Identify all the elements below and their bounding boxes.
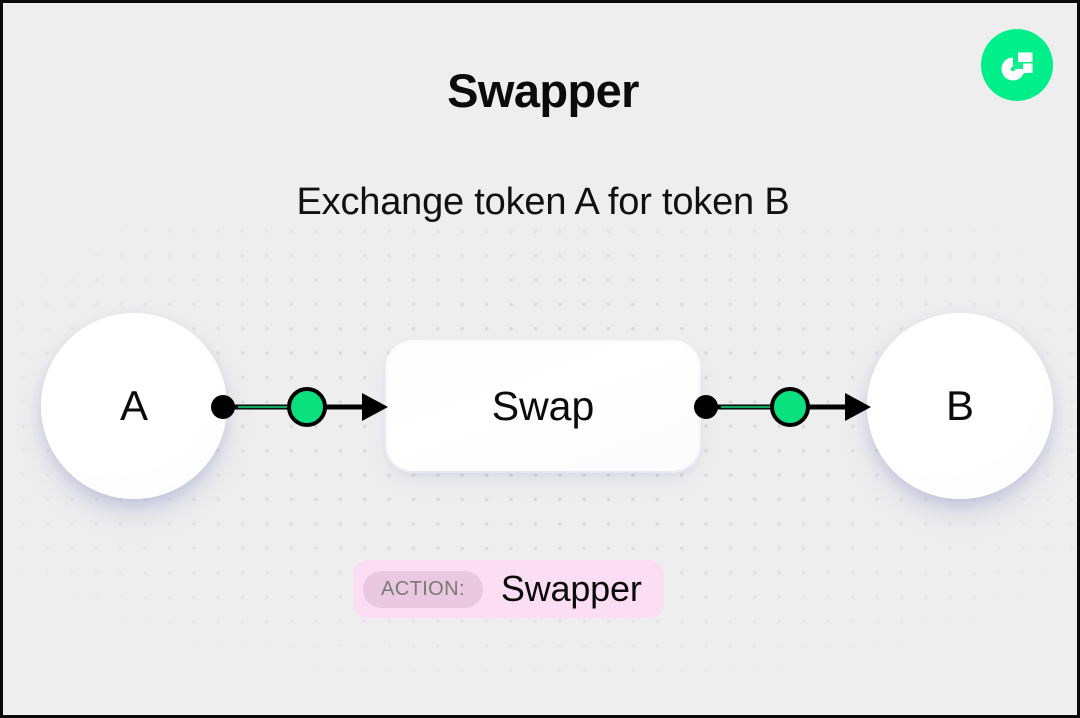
action-badge: ACTION: Swapper — [353, 560, 664, 618]
page-title: Swapper — [447, 64, 639, 117]
node-token-b[interactable]: B — [867, 313, 1053, 499]
connector-a-to-swap[interactable] — [208, 385, 390, 434]
node-token-b-label: B — [945, 382, 974, 429]
page-subtitle: Exchange token A for token B — [296, 181, 790, 223]
action-label: ACTION: — [363, 570, 483, 608]
flow-logo-icon — [981, 29, 1053, 101]
connector-swap-to-b[interactable] — [691, 385, 873, 434]
node-swap[interactable]: Swap — [387, 342, 699, 471]
node-swap-label: Swap — [491, 383, 595, 429]
node-token-a-label: A — [119, 382, 148, 429]
action-value: Swapper — [500, 568, 642, 609]
node-token-a[interactable]: A — [41, 313, 227, 499]
